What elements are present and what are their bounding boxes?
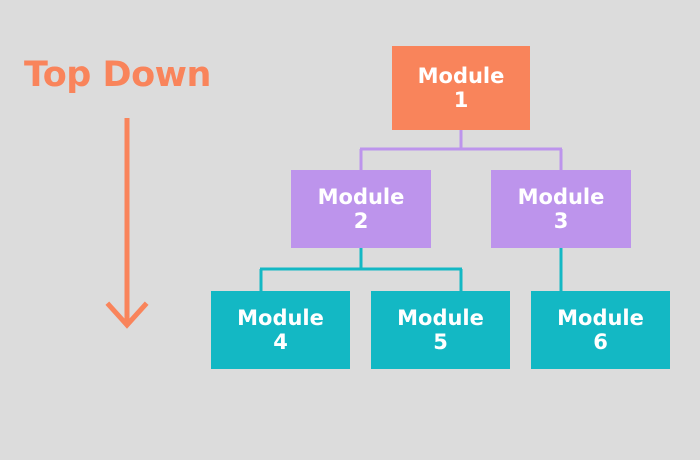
node-module-5[interactable]: Module 5	[371, 291, 510, 369]
page-title: Top Down	[24, 55, 211, 95]
node-module-4[interactable]: Module 4	[211, 291, 350, 369]
node-number: 1	[453, 88, 469, 112]
node-label: Module	[557, 305, 644, 330]
node-number: 6	[593, 330, 608, 354]
node-number: 2	[353, 209, 369, 233]
node-number: 5	[433, 330, 448, 354]
node-label: Module	[417, 63, 505, 88]
downward-arrow-icon	[105, 118, 149, 329]
node-number: 3	[553, 209, 569, 233]
node-module-2[interactable]: Module 2	[291, 170, 431, 248]
node-label: Module	[517, 184, 605, 209]
node-label: Module	[397, 305, 484, 330]
node-module-3[interactable]: Module 3	[491, 170, 631, 248]
node-label: Module	[237, 305, 324, 330]
node-label: Module	[317, 184, 405, 209]
node-module-6[interactable]: Module 6	[531, 291, 670, 369]
node-module-1[interactable]: Module 1	[392, 46, 530, 130]
node-number: 4	[273, 330, 288, 354]
